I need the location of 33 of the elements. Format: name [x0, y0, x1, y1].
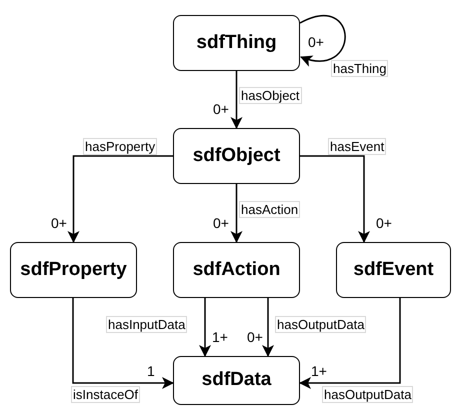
edge-label: hasOutputData: [275, 316, 366, 333]
class-box: sdfEvent: [336, 242, 451, 298]
multiplicity-label: 0+: [376, 215, 392, 231]
class-box: sdfAction: [173, 242, 300, 298]
edge-label: hasEvent: [328, 138, 386, 155]
multiplicity-label: 0+: [308, 34, 324, 50]
edge-label: hasObject: [239, 87, 302, 104]
multiplicity-label: 1+: [311, 363, 327, 379]
edge-label: hasProperty: [83, 138, 158, 155]
edge-label: hasThing: [331, 60, 388, 77]
class-box: sdfObject: [173, 128, 300, 184]
class-box: sdfThing: [173, 15, 300, 71]
edge-label: hasAction: [239, 201, 300, 218]
arrow: [199, 298, 211, 357]
multiplicity-label: 0+: [247, 329, 263, 345]
arrow: [300, 155, 370, 243]
arrow: [68, 155, 173, 243]
edge-label: hasInputData: [106, 316, 188, 333]
multiplicity-label: 0+: [213, 101, 229, 117]
arrow: [230, 71, 242, 129]
arrow: [72, 298, 174, 389]
multiplicity-label: 0+: [51, 215, 67, 231]
arrow: [230, 184, 242, 243]
arrow: [299, 298, 401, 389]
arrow: [300, 15, 346, 66]
edge-label: isInstaceOf: [71, 386, 140, 403]
class-box: sdfProperty: [10, 242, 137, 298]
multiplicity-label: 0+: [213, 215, 229, 231]
class-box: sdfData: [173, 356, 300, 405]
edge-label: hasOutputData: [322, 386, 414, 403]
multiplicity-label: 1: [147, 363, 155, 379]
arrow: [262, 298, 274, 357]
multiplicity-label: 1+: [212, 329, 228, 345]
